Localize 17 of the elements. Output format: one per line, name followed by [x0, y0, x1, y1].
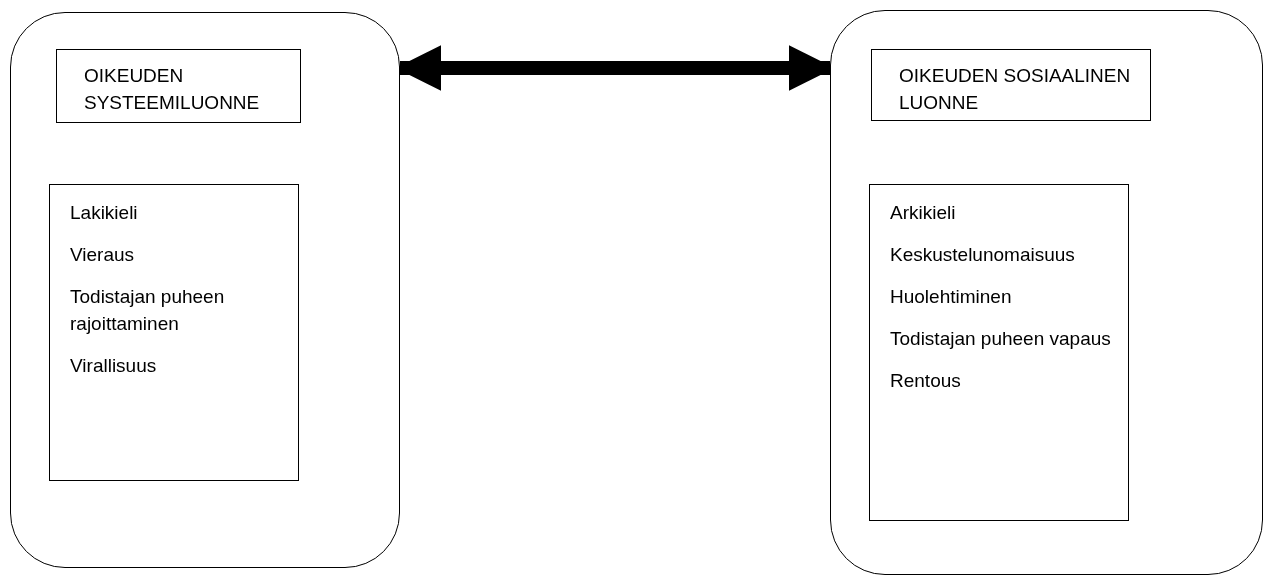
list-item: Lakikieli: [70, 201, 139, 225]
list-item: Todistajan puheen vapaus: [890, 327, 1112, 351]
rounded-panel: [830, 10, 1263, 575]
list-item: Arkikieli: [890, 201, 957, 225]
list-box: [49, 184, 299, 481]
rounded-panel: [10, 12, 400, 568]
list-item: Keskustelunomaisuus: [890, 243, 1076, 267]
heading-text: OIKEUDEN SOSIAALINEN LUONNE: [899, 64, 1132, 115]
heading-text: OIKEUDEN SYSTEEMILUONNE: [84, 64, 261, 115]
list-box: [869, 184, 1129, 521]
list-item: Todistajan puheen rajoittaminen: [70, 285, 226, 336]
heading-box: [56, 49, 301, 123]
list-item: Virallisuus: [70, 354, 158, 378]
list-item: Huolehtiminen: [890, 285, 1013, 309]
heading-box: [871, 49, 1151, 121]
list-item: Vieraus: [70, 243, 136, 267]
list-item: Rentous: [890, 369, 962, 393]
